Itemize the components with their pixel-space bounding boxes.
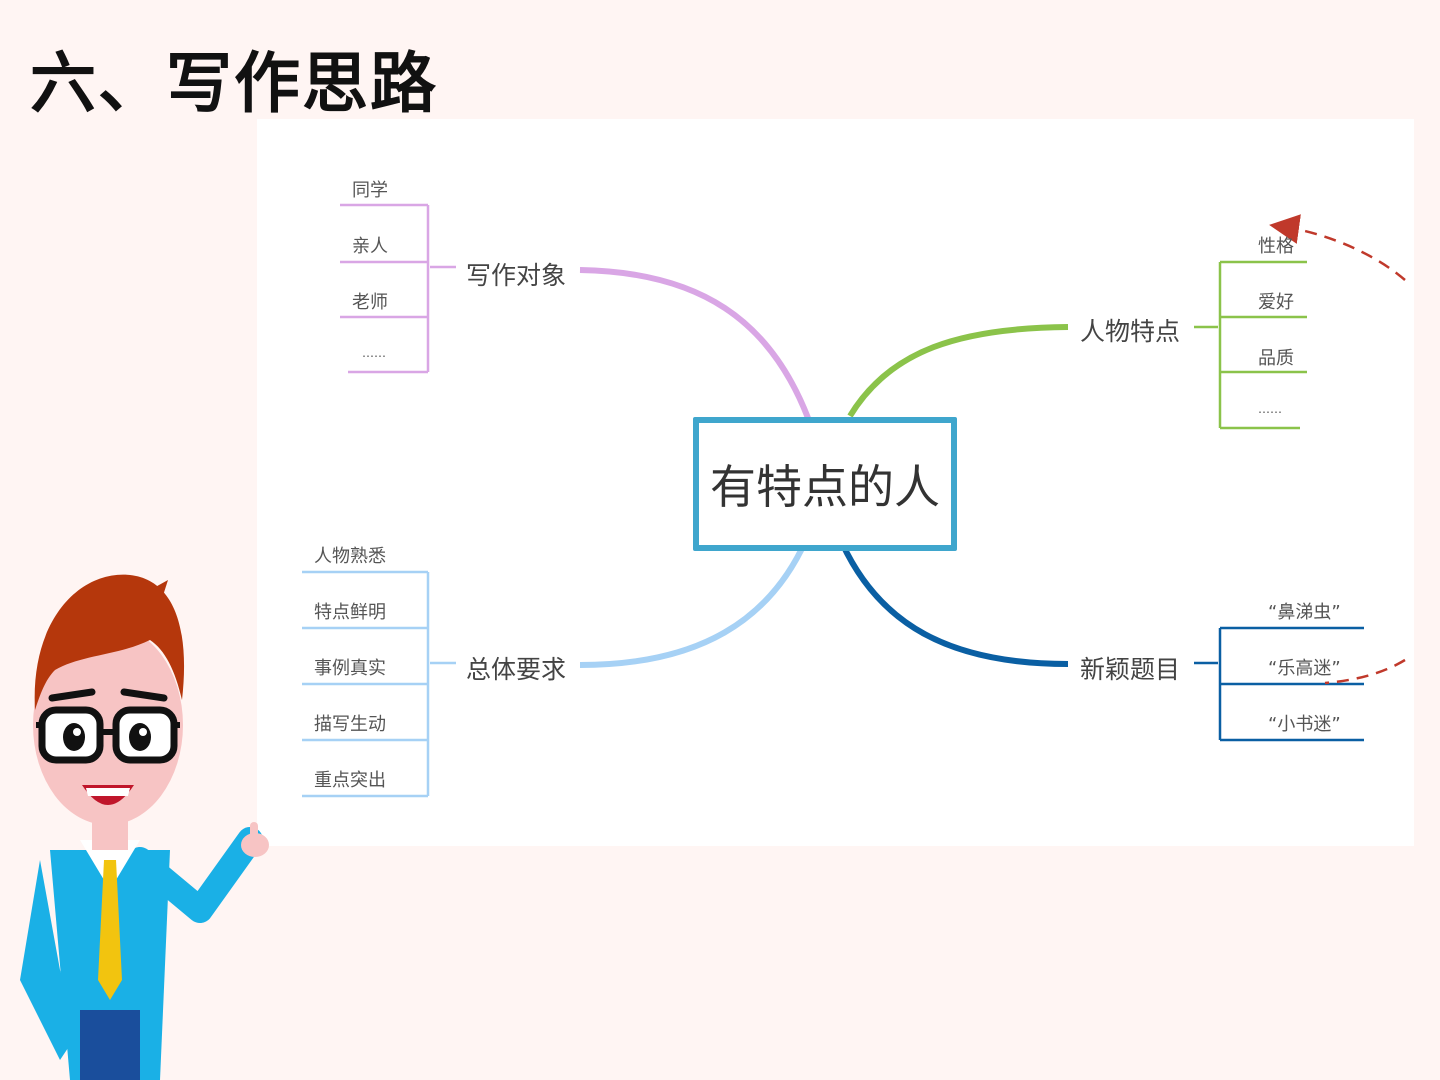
leaf-item: “鼻涕虫” xyxy=(1268,602,1341,623)
connector-character-traits xyxy=(847,324,1069,418)
branch-label-novel-titles: 新颖题目 xyxy=(1080,655,1181,684)
leaf-item: 重点突出 xyxy=(314,770,386,791)
leaf-item: 爱好 xyxy=(1258,292,1294,313)
leaf-item: “小书迷” xyxy=(1268,714,1341,735)
bracket-novel-titles xyxy=(1194,626,1364,742)
connector-writing-object xyxy=(579,267,811,420)
branch-label-general-requirements: 总体要求 xyxy=(466,655,567,684)
dashed-arrow-bottom xyxy=(1324,658,1406,685)
slide-title: 六、写作思路 xyxy=(30,45,438,122)
bracket-writing-object xyxy=(340,203,456,374)
leaf-item: 性格 xyxy=(1258,236,1294,257)
teacher-illustration xyxy=(20,574,269,1080)
leaf-item: 品质 xyxy=(1258,348,1294,369)
leaf-item: “乐高迷” xyxy=(1268,658,1341,679)
dashed-arrow-top xyxy=(1269,214,1406,281)
connector-general-requirements xyxy=(579,538,809,668)
connector-novel-titles xyxy=(839,541,1069,667)
bracket-character-traits xyxy=(1194,260,1307,430)
leaf-item: 亲人 xyxy=(352,236,388,257)
leaf-item: 描写生动 xyxy=(314,714,386,735)
leaf-item: 特点鲜明 xyxy=(314,602,386,623)
branch-label-character-traits: 人物特点 xyxy=(1080,317,1181,346)
leaf-item: 人物熟悉 xyxy=(314,546,386,567)
leaf-item: 事例真实 xyxy=(314,658,386,679)
leaf-item: …… xyxy=(1258,402,1282,416)
branch-label-writing-object: 写作对象 xyxy=(466,261,567,290)
leaf-item: …… xyxy=(362,346,386,360)
leaf-item: 老师 xyxy=(352,292,388,313)
leaf-item: 同学 xyxy=(352,180,388,201)
bracket-general-requirements xyxy=(302,570,456,798)
center-node: 有特点的人 xyxy=(693,417,957,551)
